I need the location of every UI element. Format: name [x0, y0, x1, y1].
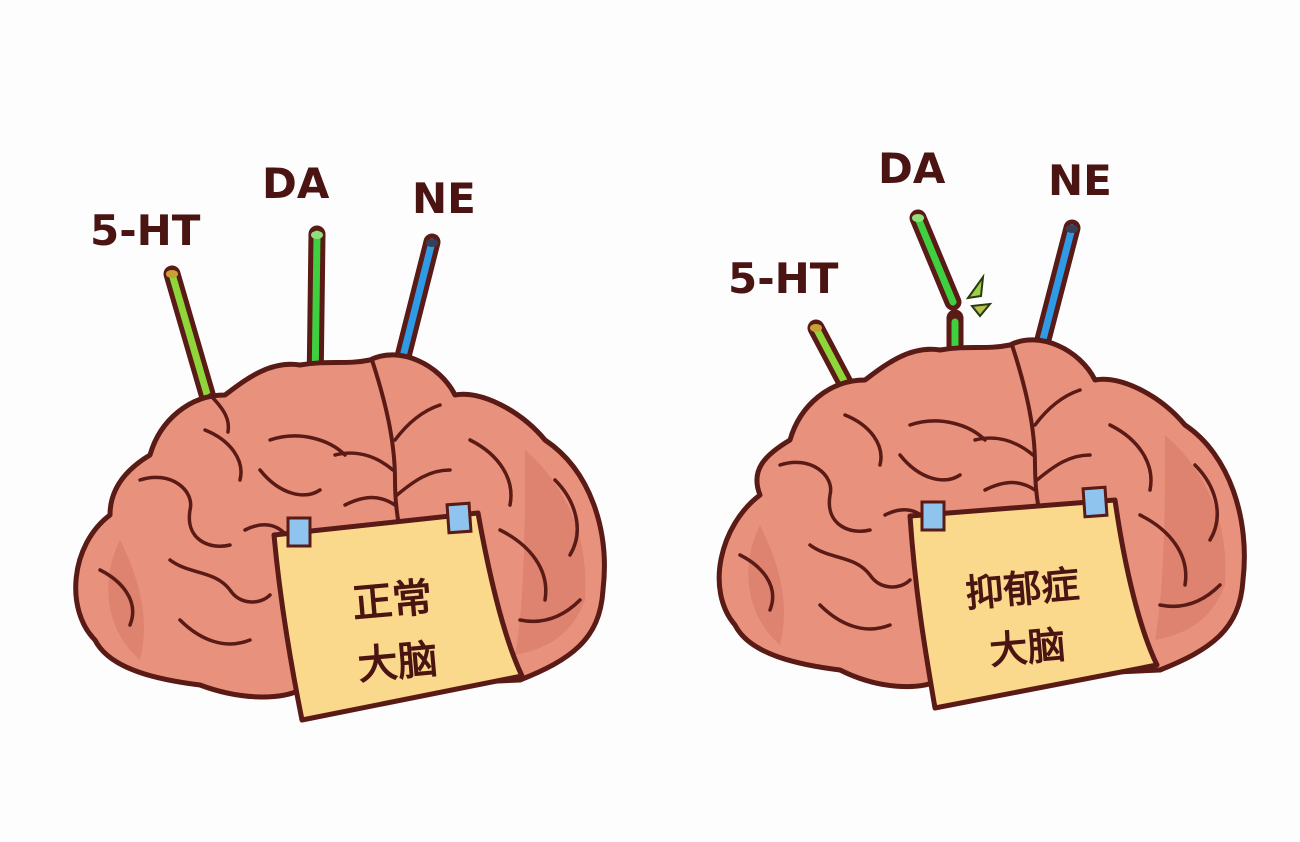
break-shard-icon — [970, 302, 993, 318]
depression-brain-panel: 5-HT DA NE 抑郁症 大脑 — [650, 0, 1300, 842]
tape-left-icon — [286, 516, 312, 548]
label-dopamine: DA — [878, 144, 946, 193]
normal-brain-note — [271, 501, 525, 723]
note-text: 正常 大脑 — [300, 562, 490, 701]
normal-brain-illustration — [73, 225, 607, 723]
label-norepinephrine: NE — [412, 174, 476, 223]
depression-brain-note — [907, 485, 1160, 711]
break-shard-icon — [965, 273, 985, 300]
label-norepinephrine: NE — [1048, 156, 1112, 205]
note-text: 抑郁症 大脑 — [920, 552, 1130, 687]
label-serotonin: 5-HT — [90, 206, 201, 255]
tape-left-icon — [920, 500, 946, 532]
tape-right-icon — [1081, 485, 1109, 519]
label-dopamine: DA — [262, 159, 330, 208]
depression-brain-illustration — [716, 209, 1247, 711]
tape-right-icon — [445, 501, 473, 535]
normal-brain-panel: 5-HT DA NE 正常 大脑 — [73, 159, 607, 723]
label-serotonin: 5-HT — [728, 254, 839, 303]
